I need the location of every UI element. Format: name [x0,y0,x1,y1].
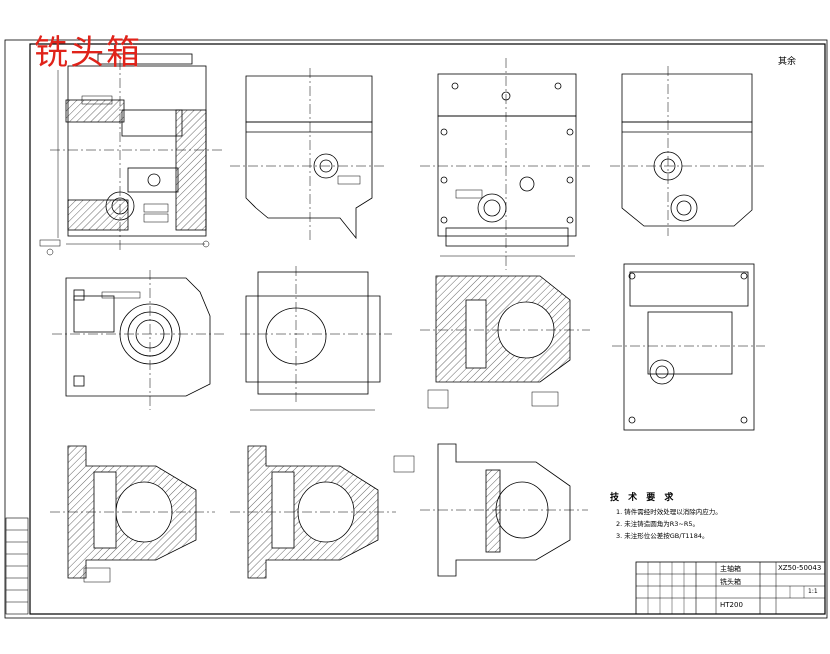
tech-requirement-line: 1. 铸件需经时效处理以消除内应力。 [616,508,722,516]
surface-finish-note: 其余 [778,57,797,67]
view-top-plan [52,270,225,410]
view-side-plan [240,266,392,411]
view-section-c [420,443,588,577]
view-right [610,66,765,236]
title-block-part-name: 铣头箱 [720,578,741,586]
inner-border [29,43,826,615]
view-main-section [39,53,225,256]
outer-border [4,39,828,619]
tech-requirements-title: 技 术 要 求 [610,493,677,503]
drawing-title: 铣头箱 [34,33,142,73]
view-section-hatched [420,275,590,409]
view-front-left [230,68,385,240]
title-block-company: 主轴箱 [720,565,741,573]
revision-strip [5,517,29,615]
tech-requirement-line: 2. 未注铸造圆角为R3~R5。 [616,520,700,528]
title-block-scale: 1:1 [808,588,818,595]
title-block [635,561,826,615]
title-block-material: HT200 [720,601,743,609]
view-section-b [230,445,415,579]
view-section-a [50,445,215,583]
view-right-lower [612,263,765,431]
title-block-drawing-no: XZ50-50043 [778,564,822,572]
tech-requirement-line: 3. 未注形位公差按GB/T1184。 [616,532,709,540]
view-front-middle [420,58,590,270]
